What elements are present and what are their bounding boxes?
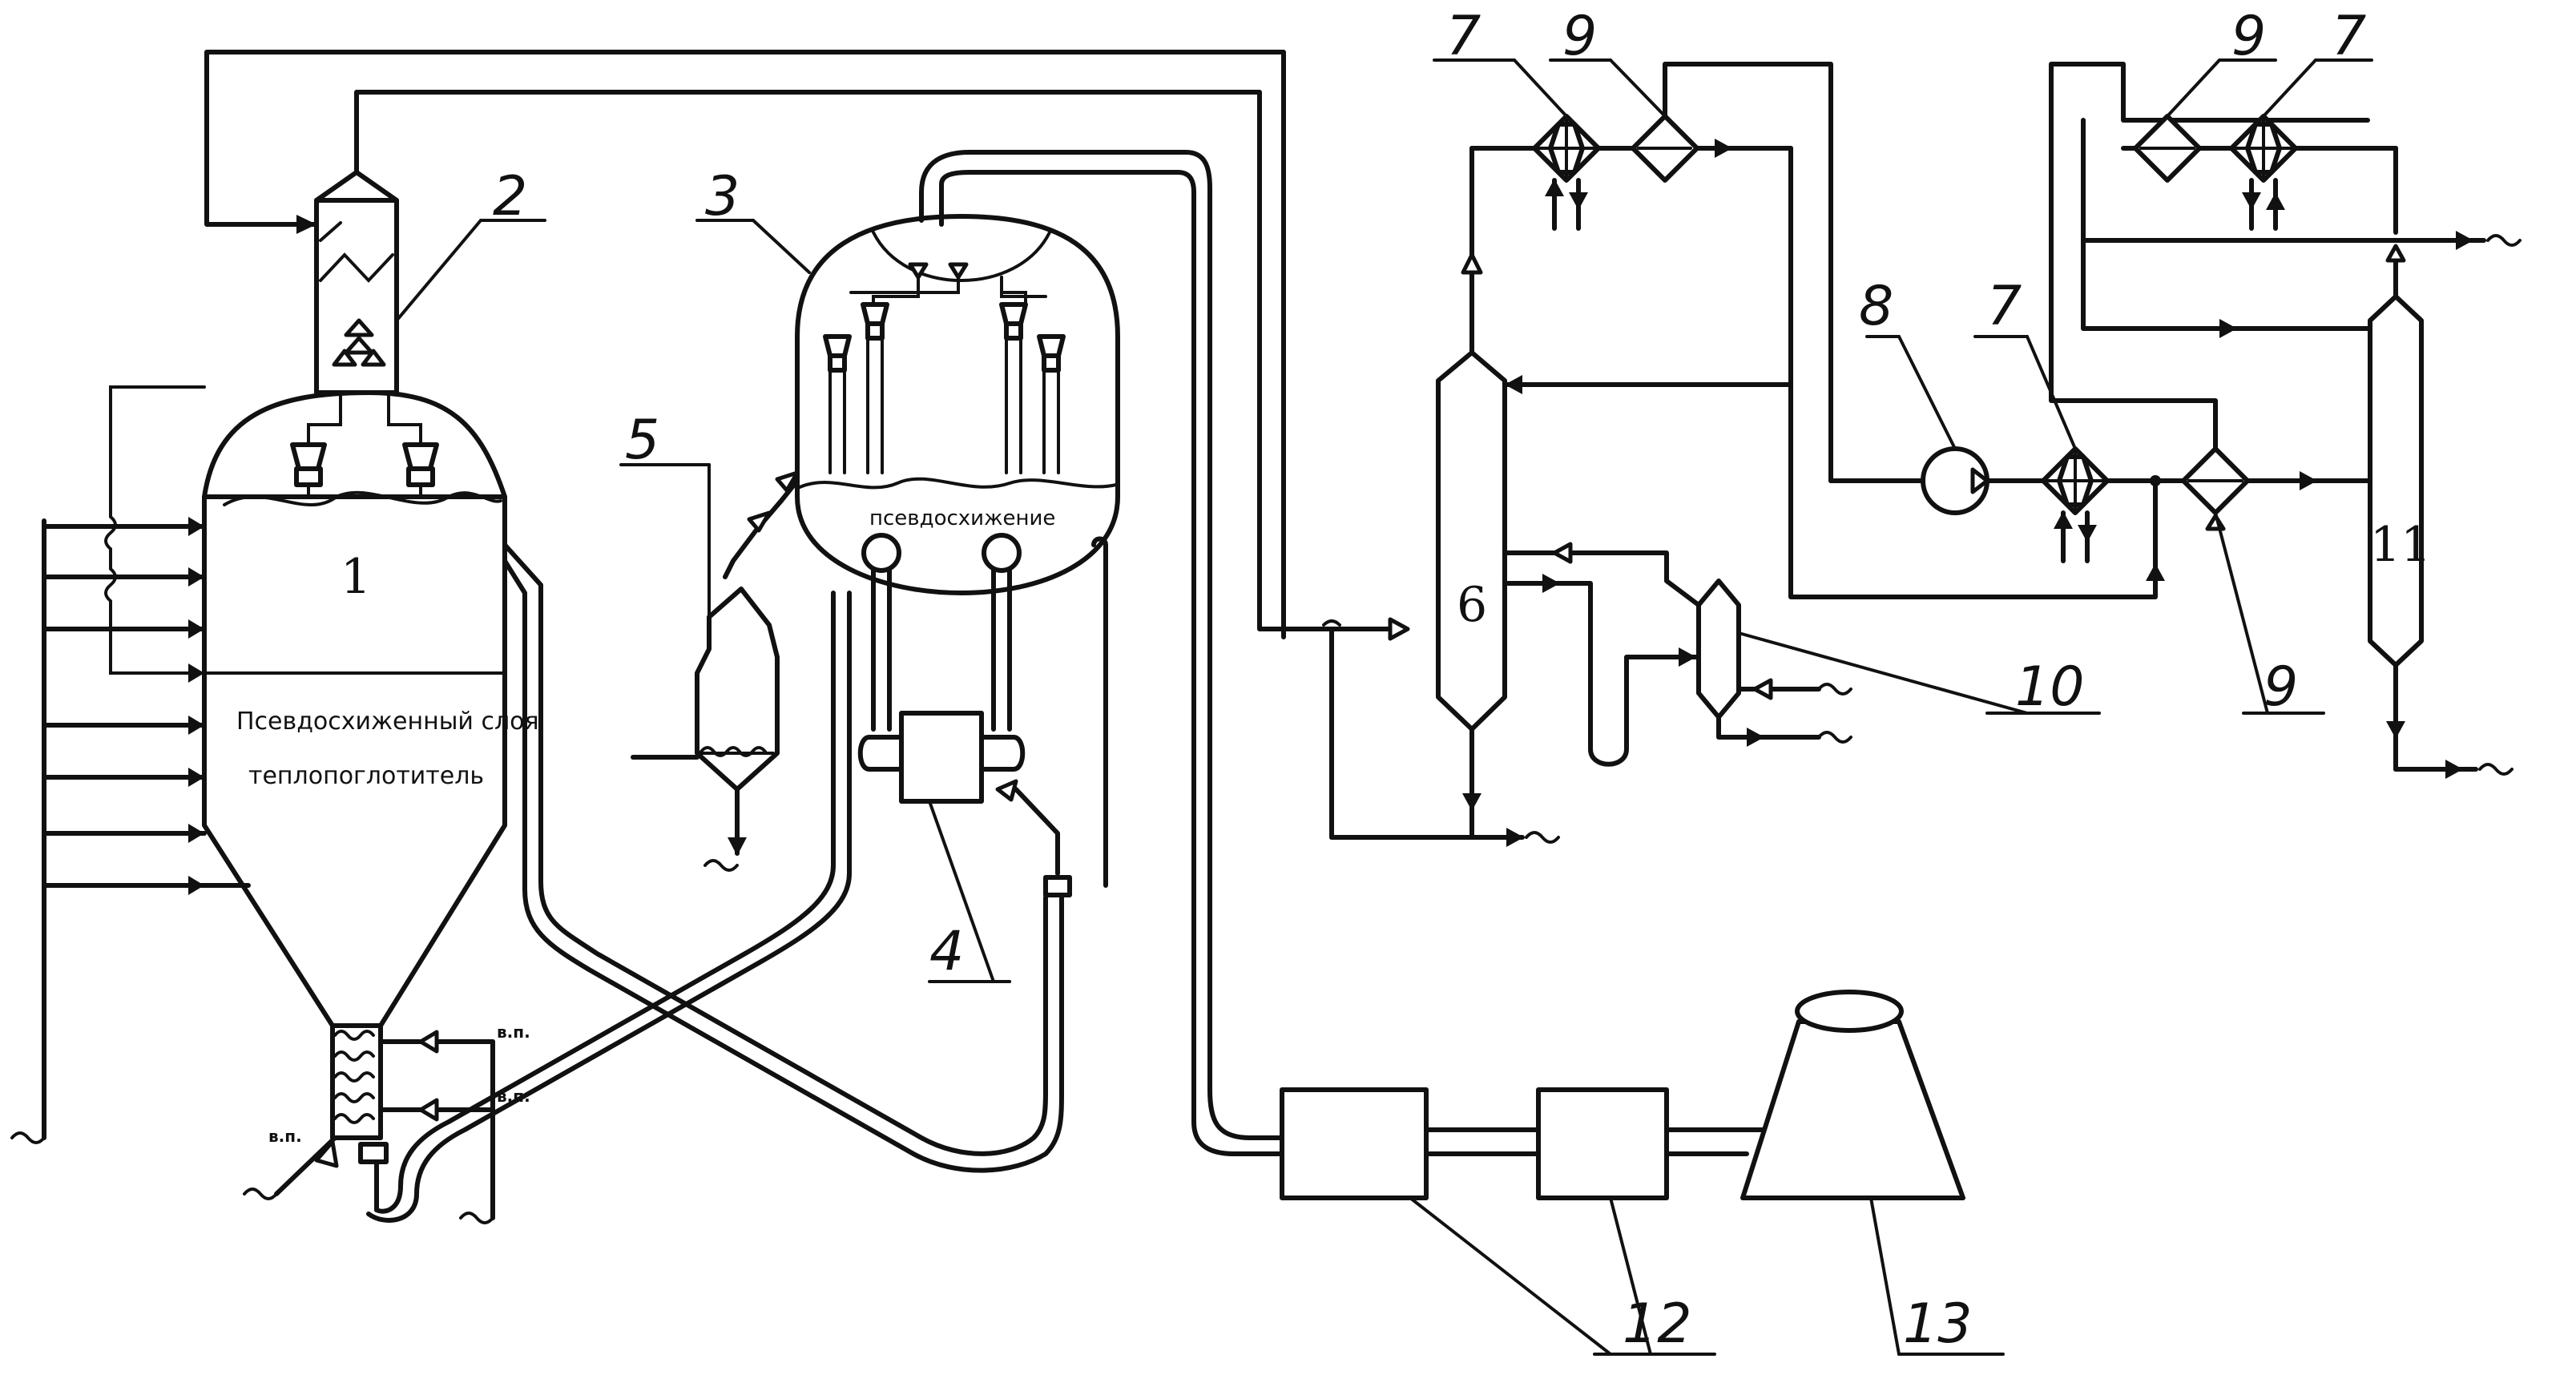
heat-exchanger-9-top-right — [2121, 114, 2202, 183]
heat-exchanger-7-middle — [1985, 446, 2186, 567]
column-6: 6 — [1329, 146, 1793, 847]
reactor-1-number: 1 — [341, 549, 371, 605]
separator-recycle-line — [204, 50, 1286, 639]
reactor-1-inlet-manifold — [10, 385, 251, 1144]
cyclone-reactor-1-left — [290, 442, 327, 498]
heat-exchanger-7-top-right — [2197, 114, 2398, 235]
label-12: 12 — [1623, 1292, 1692, 1356]
callout-labels: 2 3 5 4 7 9 8 7 9 7 10 9 — [395, 5, 2373, 1356]
label-9-top: 9 — [1562, 5, 1597, 68]
column-11-number: 11 — [2370, 517, 2431, 573]
separator-gas-line — [354, 90, 1397, 631]
stack-13 — [1740, 990, 1965, 1200]
heat-exchanger-9-middle — [2049, 62, 2374, 531]
heat-exchanger-9-top — [1596, 62, 2165, 599]
box-12-right — [1536, 1087, 1669, 1200]
cyclones-regenerator-3 — [823, 302, 1066, 474]
label-7-middle: 7 — [1987, 275, 2022, 338]
column-6-number: 6 — [1457, 577, 1487, 633]
fluidized-bed-label-line1: Псевдосхиженный слоя — [236, 708, 539, 736]
transfer-lines — [366, 150, 1284, 1223]
label-9-middle: 9 — [2264, 655, 2298, 719]
air-label-3: в.п. — [268, 1127, 302, 1146]
column-11: 11 — [2081, 118, 2522, 779]
fluidization-label: псевдосхижение — [869, 506, 1055, 530]
label-3: 3 — [705, 165, 740, 228]
valve-reactor-1-bottom — [358, 1142, 389, 1164]
air-label-1: в.п. — [497, 1022, 530, 1042]
fluidized-bed-label-line2: теплопоглотитель — [248, 762, 484, 790]
air-label-2: в.п. — [497, 1087, 530, 1106]
reactor-1: 1 Псевдосхиженный слоя теплопоглотитель — [202, 390, 539, 1164]
box-12-left — [1280, 1087, 1429, 1200]
compressor-8 — [1828, 446, 1989, 515]
valve-box-4 — [1043, 875, 1072, 897]
cyclone-reactor-1-right — [402, 442, 439, 498]
heat-exchanger-7-top — [1532, 114, 1601, 231]
label-4: 4 — [929, 920, 964, 983]
regenerator-3: псевдосхижение — [795, 214, 1120, 888]
label-13: 13 — [1903, 1292, 1973, 1356]
box-4 — [857, 568, 1072, 983]
label-2: 2 — [493, 165, 527, 228]
label-10: 10 — [2015, 655, 2085, 719]
label-7-top: 7 — [1446, 5, 1481, 68]
air-inlets-reactor-1: в.п. в.п. в.п. — [243, 1022, 530, 1224]
label-7-top-right: 7 — [2332, 5, 2366, 68]
label-9-top-right: 9 — [2231, 5, 2266, 68]
heat-exchange-coils — [333, 1030, 375, 1124]
label-8: 8 — [1859, 275, 1893, 338]
separator-5 — [631, 587, 780, 872]
label-5: 5 — [625, 409, 659, 472]
column-10 — [1502, 542, 1852, 767]
separator-2 — [314, 170, 399, 395]
